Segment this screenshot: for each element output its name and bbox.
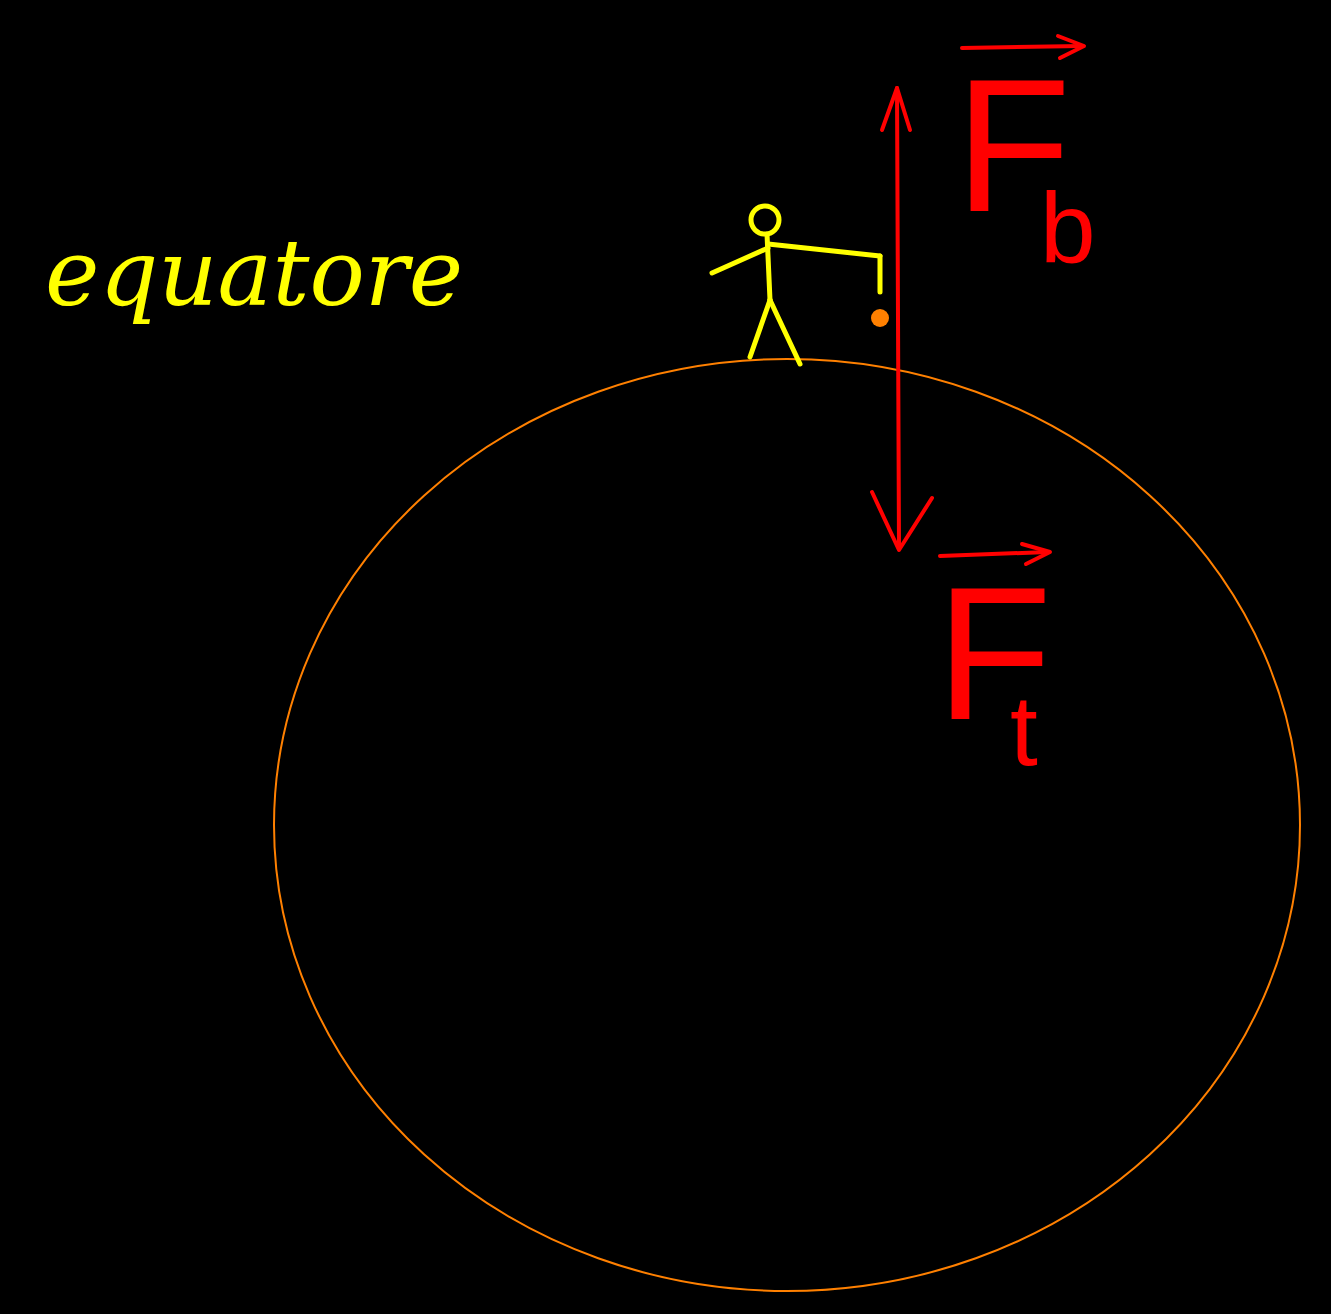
ball bbox=[871, 309, 889, 327]
force-subscript: t bbox=[1010, 680, 1038, 780]
force-arrows bbox=[872, 36, 1084, 564]
region-label: equatore bbox=[45, 228, 463, 320]
stick-figure bbox=[712, 206, 880, 364]
earth-outline bbox=[274, 359, 1300, 1291]
force-subscript: b bbox=[1040, 178, 1096, 278]
